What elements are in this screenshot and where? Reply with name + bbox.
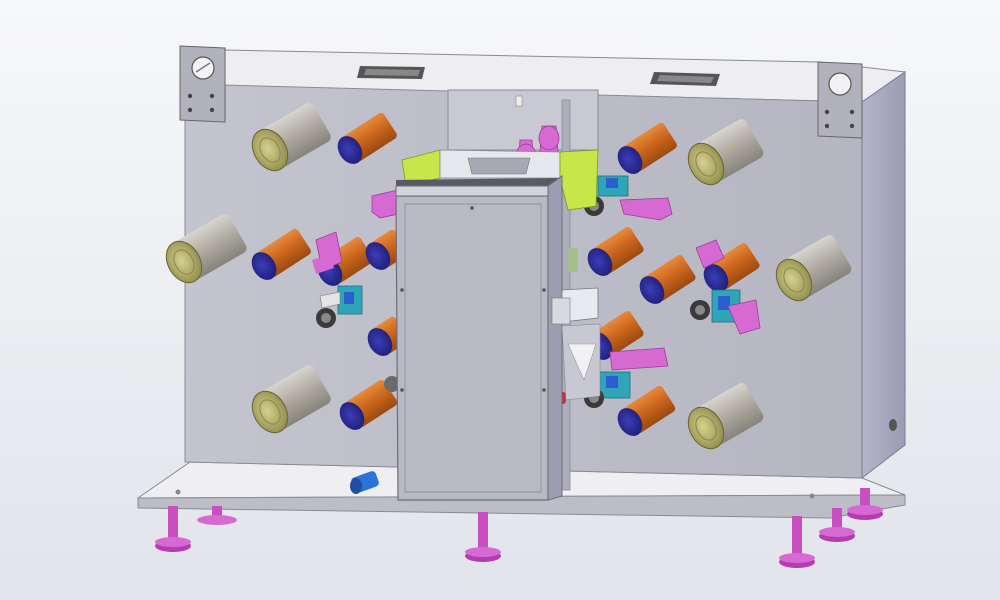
roller-8 (587, 226, 644, 276)
foot-5 (819, 508, 855, 542)
bracket-left-mid (312, 231, 363, 328)
coupling (350, 471, 379, 494)
shaft-bottom-left (251, 365, 331, 434)
roller-6 (339, 379, 398, 430)
center-cabinet (395, 175, 563, 501)
foot-1 (155, 506, 191, 552)
bracket-right-lower (584, 347, 669, 408)
bracket-right-mid (690, 239, 761, 335)
slitter-unit (551, 248, 601, 401)
shaft-top-left (251, 103, 331, 172)
bracket-right-upper (584, 175, 673, 221)
foot-3 (465, 512, 501, 562)
foot-2 (197, 506, 237, 525)
side-panel (861, 71, 906, 480)
roller-12 (617, 385, 676, 436)
shaft-top-right (687, 119, 764, 186)
foot-4 (779, 516, 815, 568)
top-cover (224, 49, 907, 103)
leveling-feet (155, 488, 883, 568)
foot-6 (847, 488, 883, 520)
mount-plate-left (179, 45, 226, 123)
roller-1 (337, 112, 397, 164)
guide-rollers (251, 112, 760, 436)
shaft-mid-right (775, 235, 852, 302)
roller-9 (639, 254, 696, 304)
mount-plate-right (817, 61, 863, 139)
shafts (165, 103, 852, 450)
shaft-bottom-right (687, 383, 764, 450)
roller-2 (251, 228, 311, 280)
shaft-mid-left (165, 214, 247, 284)
roller-10 (703, 242, 760, 292)
roller-7 (617, 122, 677, 174)
